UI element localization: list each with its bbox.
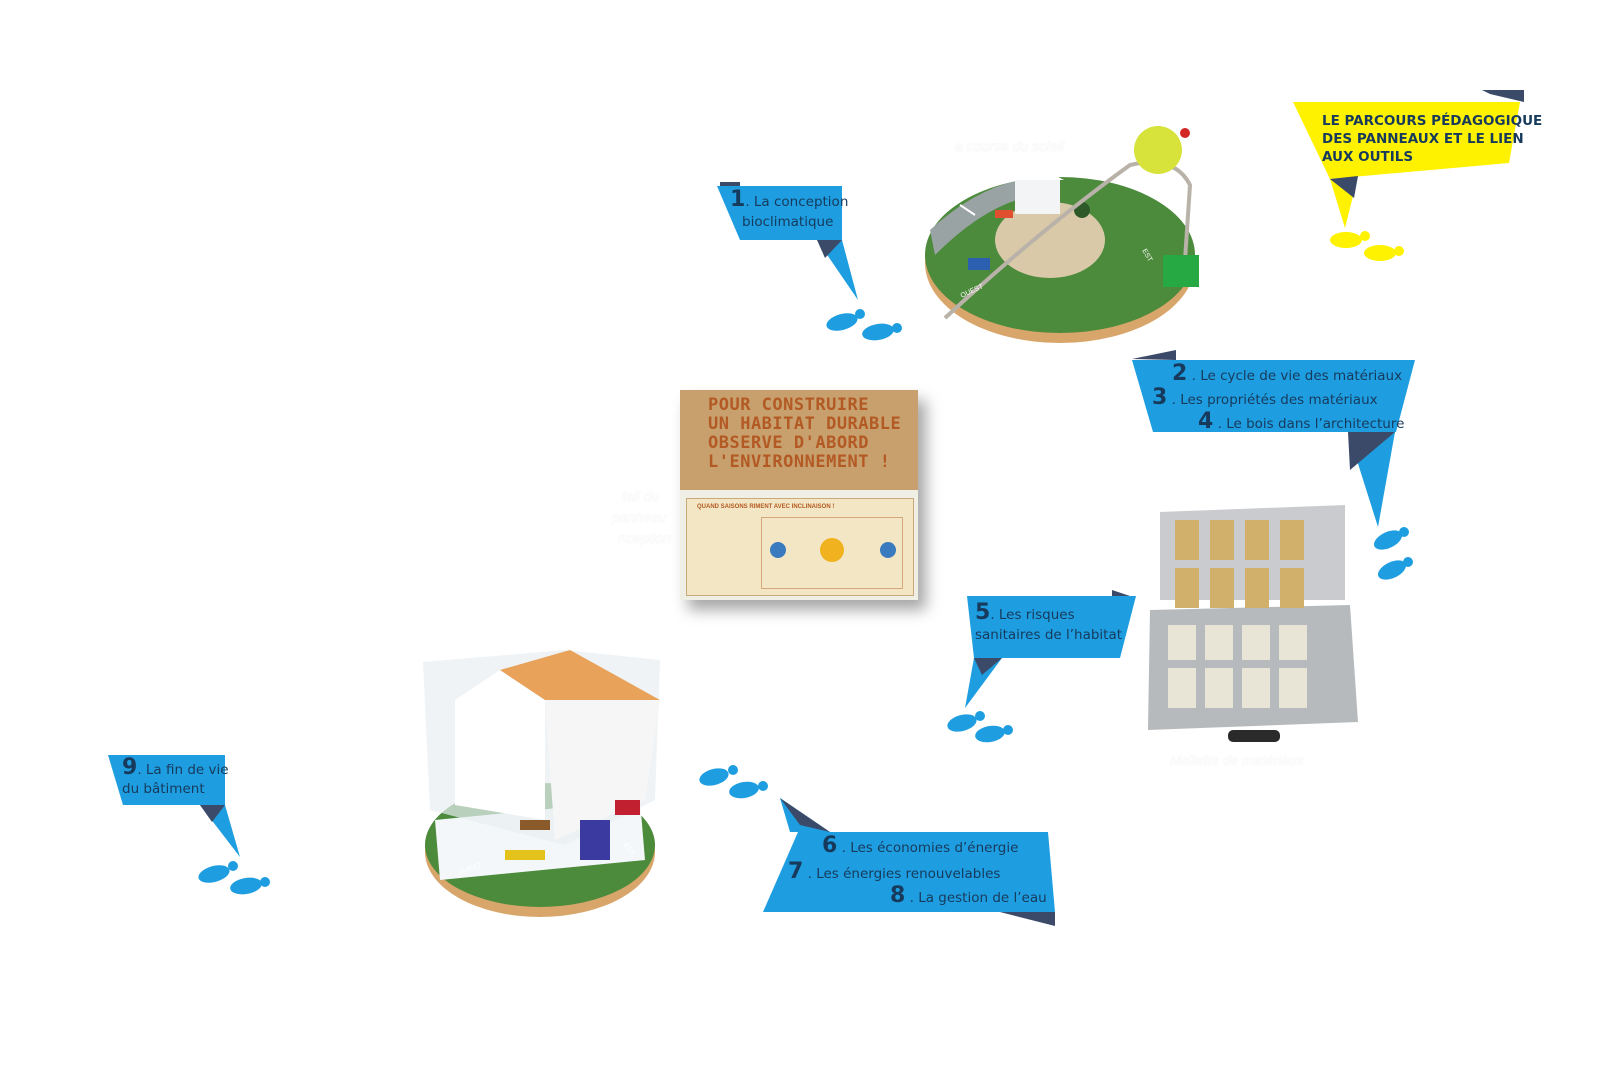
station-label: . Le bois dans l’architecture — [1217, 416, 1405, 432]
station-number: 4 — [1198, 409, 1214, 434]
station-5-label-line-2: sanitaires de l’habitat — [975, 627, 1123, 643]
station-label: . Les économies d’énergie — [841, 840, 1019, 856]
station-label: . La gestion de l’eau — [909, 890, 1047, 906]
title-line-3: AUX OUTILS — [1322, 149, 1414, 165]
poster-headline-3: OBSERVE D'ABORD — [708, 433, 870, 453]
title-line-2: DES PANNEAUX ET LE LIEN — [1322, 131, 1524, 147]
orbit-diagram — [761, 517, 903, 589]
station-number: 3 — [1152, 385, 1168, 410]
footprints-icon — [198, 861, 270, 895]
materials-case-icon — [1148, 505, 1358, 742]
poster-caption-1: tail du — [622, 488, 660, 504]
poster-headline-2: UN HABITAT DURABLE — [708, 414, 902, 434]
station-7-label[interactable]: 7 . Les énergies renouvelables — [788, 859, 1001, 884]
station-number: 5 — [975, 600, 991, 625]
sun-icon — [820, 538, 844, 562]
footprints-icon — [1373, 527, 1413, 580]
sun-path-model-icon — [925, 126, 1199, 343]
poster-sheet: QUAND SAISONS RIMENT AVEC INCLINAISON ! — [686, 498, 914, 596]
house-model-icon — [423, 650, 660, 917]
station-6-label[interactable]: 6 . Les économies d’énergie — [822, 833, 1019, 858]
station-5-label[interactable]: 5. Les risques — [975, 600, 1075, 625]
station-1-label[interactable]: 1. La conception — [730, 187, 849, 212]
station-1-label-line-2: bioclimatique — [742, 214, 834, 230]
case-caption: Mallette de matériaux — [1170, 752, 1304, 768]
station-number: 9 — [122, 755, 138, 780]
footprints-icon — [699, 765, 768, 799]
station-label: . Les risques — [990, 607, 1075, 623]
station-label: . La fin de vie — [137, 762, 229, 778]
poster-headline-1: POUR CONSTRUIRE — [708, 395, 870, 415]
cardboard-header — [680, 390, 918, 490]
station-2-label[interactable]: 2 . Le cycle de vie des matériaux — [1172, 361, 1403, 386]
station-number: 7 — [788, 859, 804, 884]
panel-poster: POUR CONSTRUIRE UN HABITAT DURABLE OBSER… — [680, 390, 918, 600]
station-number: 2 — [1172, 361, 1188, 386]
station-label: . Les propriétés des matériaux — [1171, 392, 1378, 408]
sun-model-caption: a course du soleil — [955, 138, 1064, 154]
poster-caption-3: nception — [618, 530, 671, 546]
banner-9 — [108, 755, 240, 857]
title-line-1: LE PARCOURS PÉDAGOGIQUE — [1322, 113, 1543, 129]
banner-6-8 — [763, 798, 1055, 926]
station-number: 8 — [890, 883, 906, 908]
station-number: 1 — [730, 187, 746, 212]
station-3-label[interactable]: 3 . Les propriétés des matériaux — [1152, 385, 1378, 410]
footprints-icon — [947, 711, 1013, 743]
station-label: . La conception — [745, 194, 849, 210]
station-8-label[interactable]: 8 . La gestion de l’eau — [890, 883, 1047, 908]
title-banner — [1293, 90, 1524, 228]
station-9-label[interactable]: 9. La fin de vie — [122, 755, 229, 780]
station-4-label[interactable]: 4 . Le bois dans l’architecture — [1198, 409, 1405, 434]
banner-2-4 — [1132, 350, 1415, 527]
earth-icon — [880, 542, 896, 558]
poster-caption-2: panneau — [612, 509, 667, 525]
earth-icon — [770, 542, 786, 558]
poster-sheet-title: QUAND SAISONS RIMENT AVEC INCLINAISON ! — [697, 504, 835, 510]
banner-5 — [965, 590, 1136, 708]
station-number: 6 — [822, 833, 838, 858]
poster-headline-4: L'ENVIRONNEMENT ! — [708, 452, 891, 472]
footprints-icon — [826, 309, 902, 341]
station-label: . Les énergies renouvelables — [807, 866, 1001, 882]
station-9-label-line-2: du bâtiment — [122, 781, 205, 797]
station-label: . Le cycle de vie des matériaux — [1191, 368, 1403, 384]
footprints-icon — [1330, 231, 1404, 261]
banner-1 — [717, 182, 858, 300]
